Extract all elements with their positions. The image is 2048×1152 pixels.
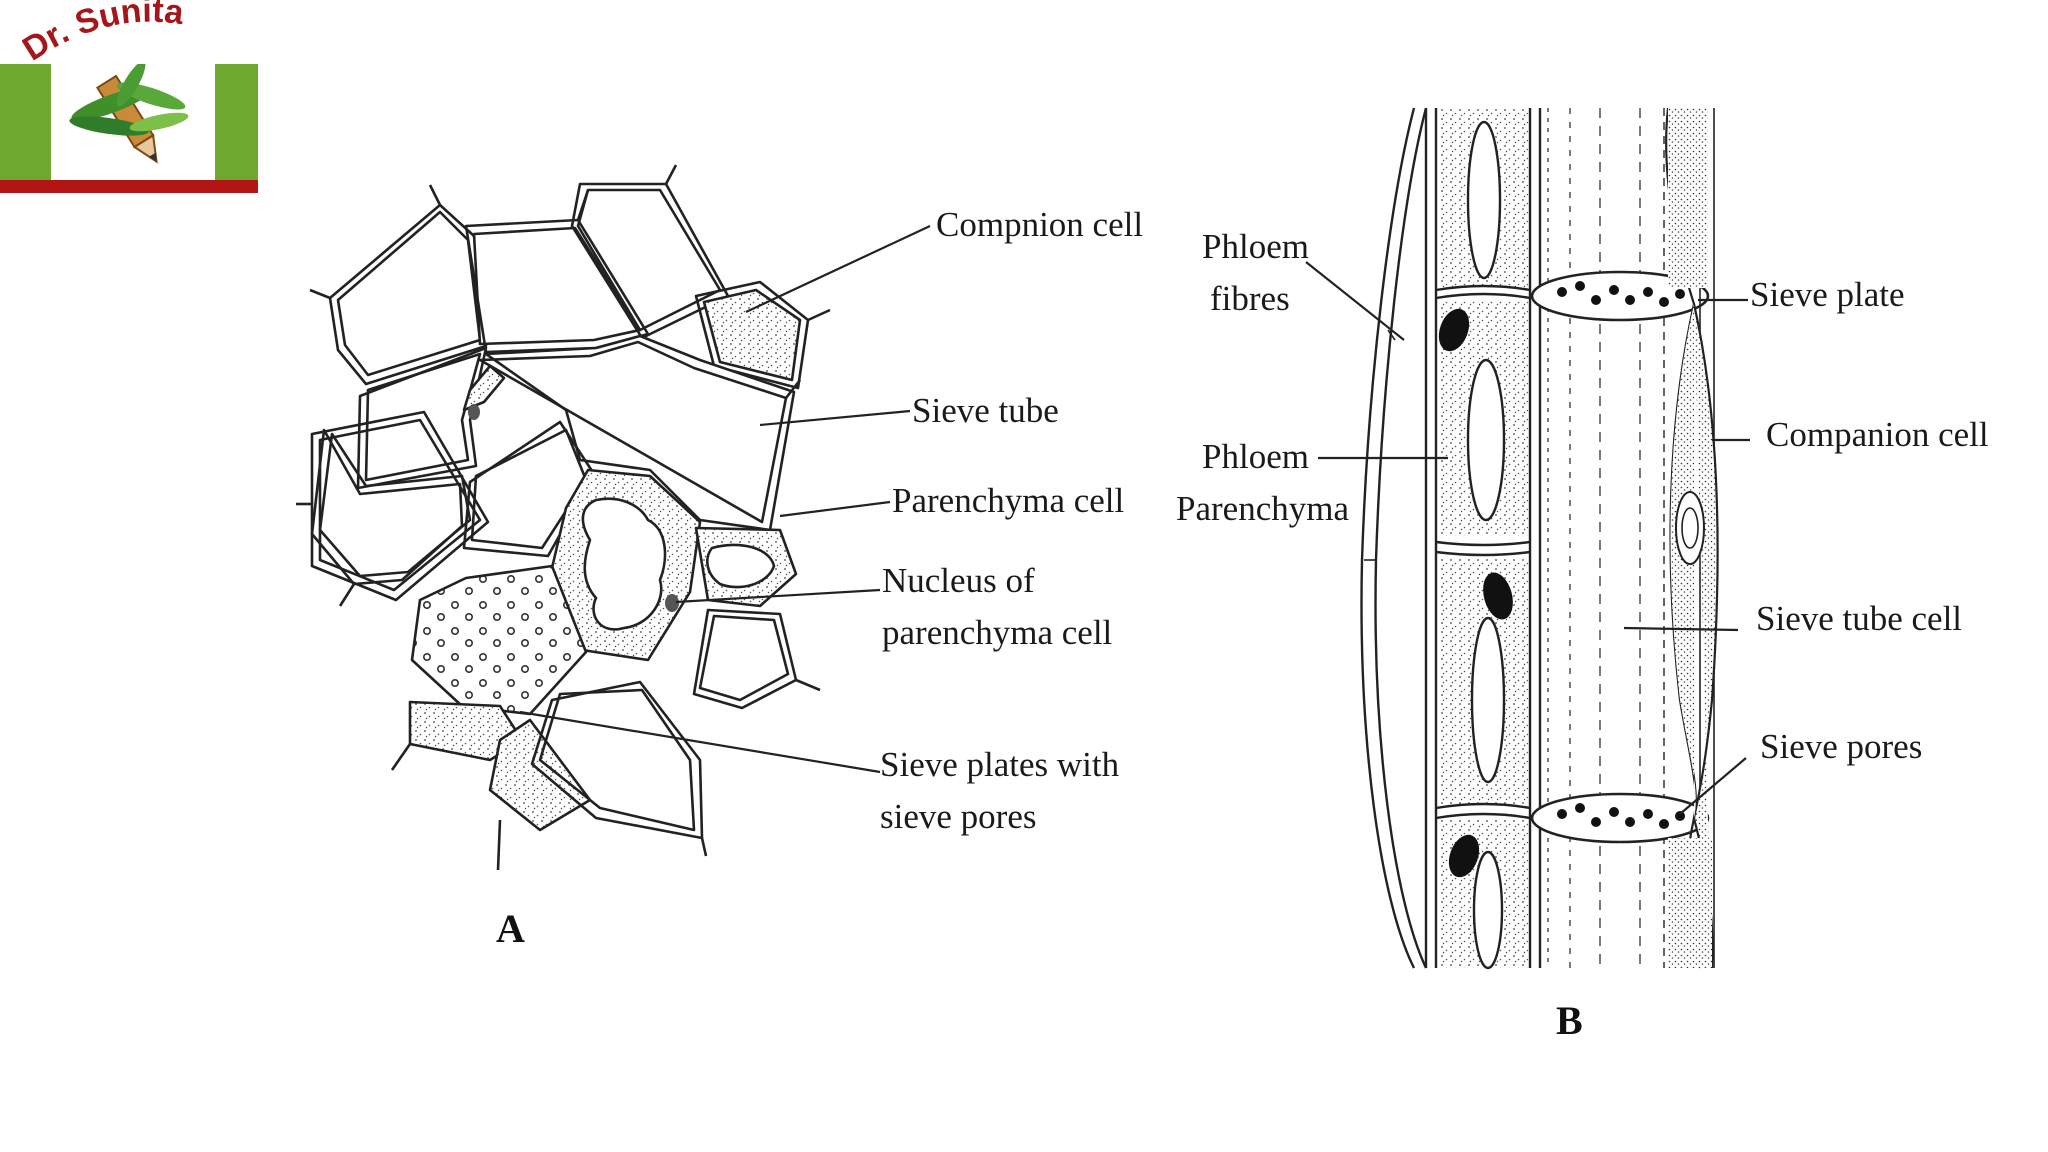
label-phloem-parenchyma-line2: Parenchyma	[1176, 489, 1349, 528]
label-phloem-parenchyma-line1: Phloem	[1202, 437, 1309, 476]
figure-b-leader-lines	[1305, 261, 1750, 815]
label-parenchyma-cell: Parenchyma cell	[892, 481, 1125, 520]
label-sieve-plates-line1: Sieve plates with	[880, 745, 1120, 784]
label-nucleus-line2: parenchyma cell	[882, 613, 1113, 652]
label-sieve-plate: Sieve plate	[1750, 275, 1905, 314]
figure-b-labels: Phloem fibres Phloem Parenchyma Sieve pl…	[1176, 227, 1989, 1043]
caption-a: A	[496, 906, 525, 951]
figure-a-nucleus-small	[468, 404, 480, 420]
label-sieve-tube-cell: Sieve tube cell	[1756, 599, 1962, 638]
figure-a-drawing	[296, 164, 931, 871]
figure-a-labels: Compnion cell Sieve tube Parenchyma cell…	[496, 205, 1143, 951]
logo-red-bar	[0, 180, 258, 193]
brand-logo: Dr. Sunita	[22, 0, 187, 68]
logo: Dr. Sunita	[0, 0, 260, 195]
label-phloem-fibres-line1: Phloem	[1202, 227, 1309, 266]
label-nucleus-line1: Nucleus of	[882, 561, 1035, 600]
figure-b-drawing	[1305, 107, 1750, 970]
label-companion-cell: Companion cell	[1766, 415, 1989, 454]
figure-a-cell-walls	[296, 164, 831, 871]
label-phloem-fibres-line2: fibres	[1210, 279, 1290, 318]
figure-a-nucleus	[665, 594, 679, 612]
label-sieve-pores: Sieve pores	[1760, 727, 1922, 766]
leaf-pencil-icon	[69, 64, 189, 164]
label-sieve-plates-line2: sieve pores	[880, 797, 1036, 836]
label-compnion-cell: Compnion cell	[936, 205, 1143, 244]
figure-a-leader-lines	[519, 225, 931, 774]
label-sieve-tube: Sieve tube	[912, 391, 1059, 430]
caption-b: B	[1556, 998, 1583, 1043]
